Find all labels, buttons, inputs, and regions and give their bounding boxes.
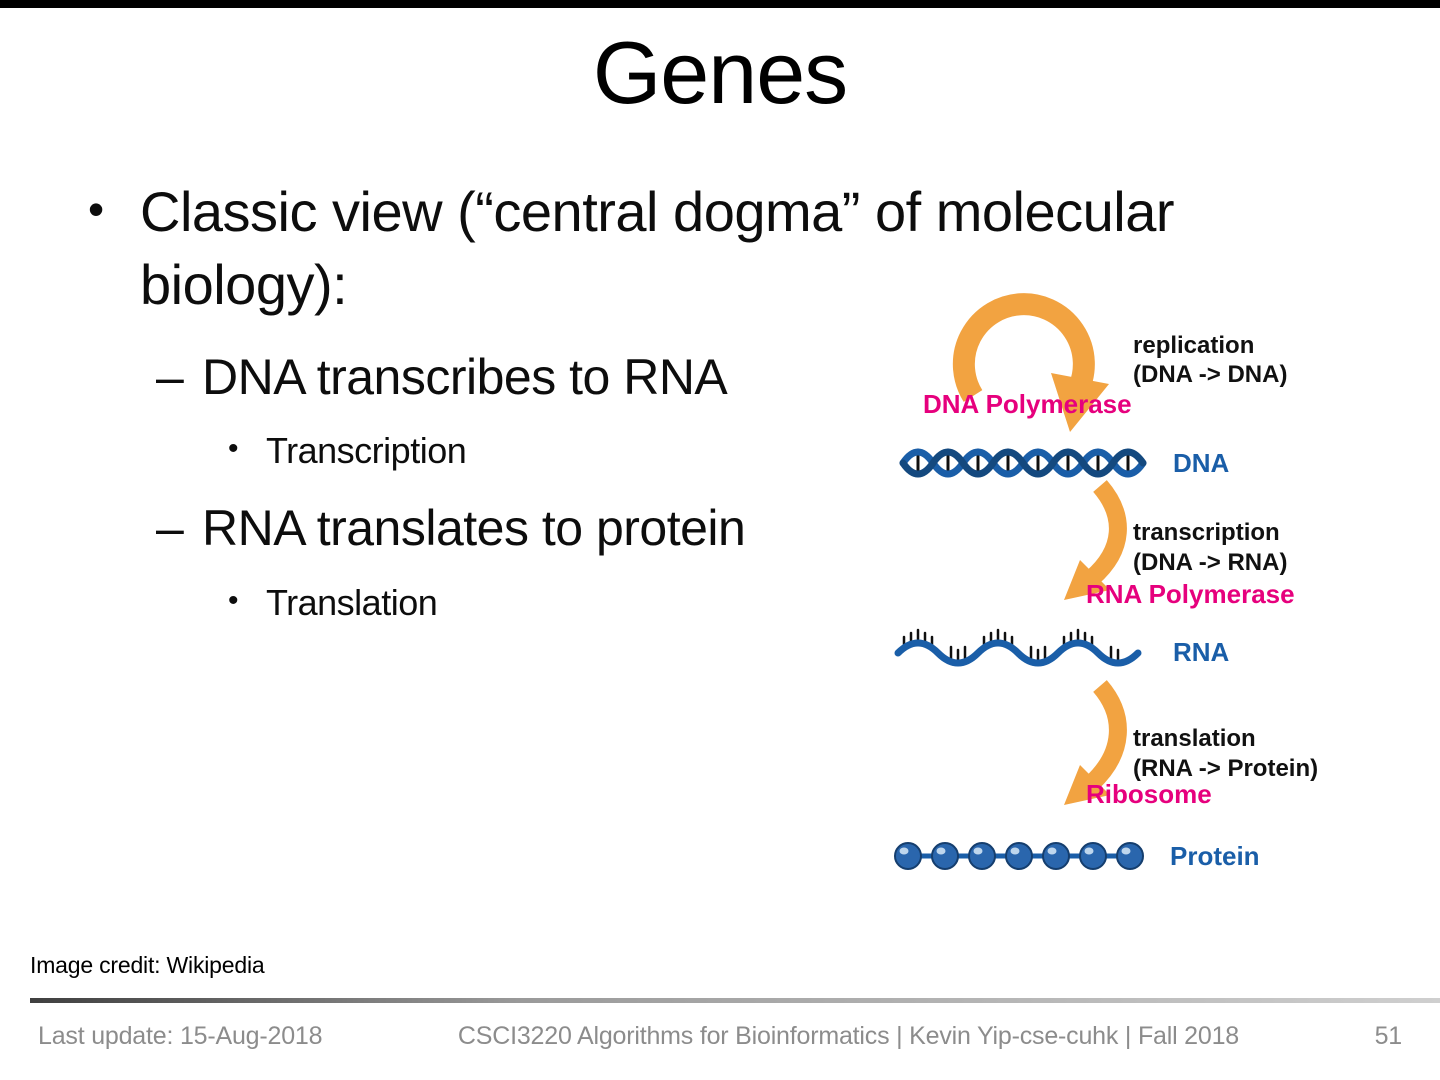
bullet-level1-classic-view: • Classic view (“central dogma” of molec… [88,176,1360,322]
bullet-level3-transcription: • Transcription [88,428,1360,473]
slide-title: Genes [592,23,848,122]
translation-label-line2: (RNA -> Protein) [1133,755,1318,782]
transcription-label-line2: (DNA -> RNA) [1133,549,1287,576]
replication-label-line1: replication [1133,332,1254,359]
bullet-level2b-text: RNA translates to protein [202,500,746,557]
protein-chain [894,842,1144,870]
slide-top-edge [0,0,1440,8]
central-dogma-diagram: replication (DNA -> DNA) DNA Polymerase … [894,293,1318,871]
bullet-dot-marker: • [88,183,104,235]
image-credit: Image credit: Wikipedia [30,952,265,978]
bullet-level2-rna-translates: – RNA translates to protein [88,497,1360,560]
transcription-label-line1: transcription [1133,519,1280,546]
bullet-level3a-text: Transcription [266,430,467,472]
footer-divider [30,998,1440,1003]
footer-course-info: CSCI3220 Algorithms for Bioinformatics |… [457,1022,1239,1050]
ribosome-label: Ribosome [1086,779,1212,809]
bullet-dash-marker: – [156,348,184,405]
footer: Last update: 15-Aug-2018 CSCI3220 Algori… [0,1022,1440,1051]
dna-label: DNA [1173,448,1230,478]
rna-strand [894,628,1142,667]
rna-polymerase-label: RNA Polymerase [1086,579,1295,609]
footer-last-update: Last update: 15-Aug-2018 [38,1022,323,1050]
transcription-arrow-icon [1064,480,1127,600]
footer-page-number: 51 [1374,1022,1403,1050]
dna-polymerase-label: DNA Polymerase [923,389,1132,419]
bullet-dot-marker: • [228,583,239,617]
translation-arrow-icon [1064,680,1127,805]
protein-label: Protein [1170,841,1260,871]
bullet-level1-text: Classic view (“central dogma” of molecul… [140,180,1175,316]
dna-helix [899,448,1147,478]
bullet-level3b-text: Translation [266,581,438,623]
rna-label: RNA [1173,637,1230,667]
replication-label-line2: (DNA -> DNA) [1133,361,1287,388]
bullet-level3-translation: • Translation [88,580,1360,625]
replication-cycle-arrow-icon [952,293,1109,432]
bullet-dash-marker: – [156,500,184,557]
translation-label-line1: translation [1133,725,1256,752]
bullet-list: • Classic view (“central dogma” of molec… [88,176,1360,625]
bullet-dot-marker: • [228,432,239,466]
bullet-level2a-text: DNA transcribes to RNA [202,348,728,405]
bullet-level2-dna-transcribes: – DNA transcribes to RNA [88,346,1360,409]
